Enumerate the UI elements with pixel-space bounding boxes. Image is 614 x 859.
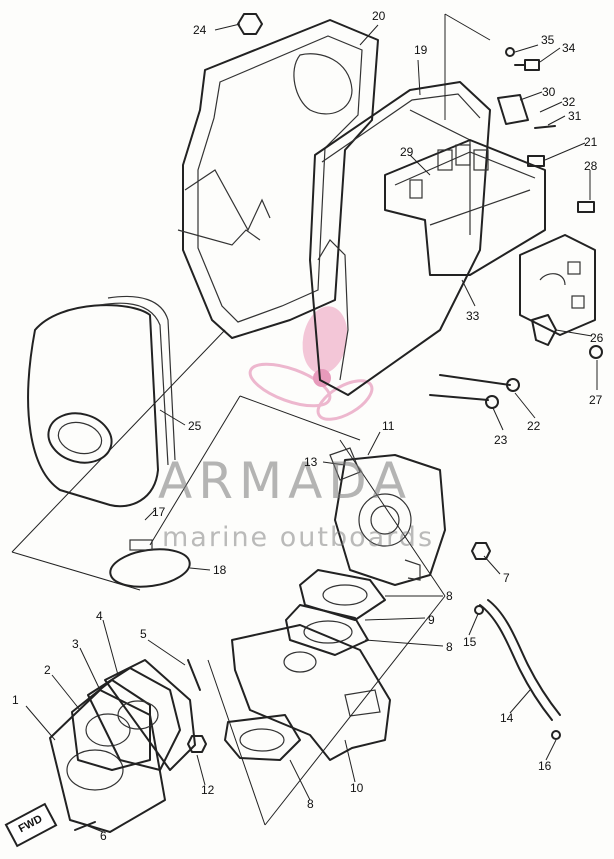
part-30-bracket-icon bbox=[497, 94, 529, 125]
part-35-washer-icon bbox=[505, 47, 515, 57]
part-11-carburetor bbox=[329, 447, 446, 586]
part-5-stud-icon bbox=[187, 659, 201, 691]
part-28-bolt-icon bbox=[577, 201, 595, 213]
callout-1: 1 bbox=[12, 693, 19, 707]
watermark-tagline: marine outboards bbox=[162, 522, 435, 553]
part-15-clip-icon bbox=[474, 605, 484, 615]
callout-25: 25 bbox=[188, 419, 202, 433]
part-8-lower-gasket bbox=[224, 714, 301, 761]
callout-24: 24 bbox=[193, 23, 207, 37]
callout-14: 14 bbox=[500, 711, 514, 725]
part-21-bolt-icon bbox=[527, 155, 545, 167]
part-12-nut-icon bbox=[187, 735, 207, 753]
callout-28: 28 bbox=[584, 159, 598, 173]
fasteners bbox=[74, 13, 603, 831]
callout-19: 19 bbox=[414, 43, 428, 57]
callout-18: 18 bbox=[213, 563, 227, 577]
callout-29: 29 bbox=[400, 145, 414, 159]
callout-35: 35 bbox=[541, 33, 555, 47]
callout-11: 11 bbox=[382, 419, 395, 433]
callout-26: 26 bbox=[590, 331, 604, 345]
part-34-bolt-icon bbox=[514, 59, 540, 71]
callout-22: 22 bbox=[527, 419, 541, 433]
watermark-brand: ARMADA bbox=[158, 452, 413, 510]
part-7-nut-icon bbox=[471, 542, 491, 560]
callout-17: 17 bbox=[152, 505, 166, 519]
callout-21: 21 bbox=[584, 135, 598, 149]
callout-4: 4 bbox=[96, 609, 103, 623]
callout-6: 6 bbox=[100, 829, 107, 843]
callout-16: 16 bbox=[538, 759, 552, 773]
callout-33: 33 bbox=[466, 309, 480, 323]
callout-5: 5 bbox=[140, 627, 147, 641]
watermark-logo bbox=[248, 306, 374, 421]
callout-32: 32 bbox=[562, 95, 576, 109]
part-16-clip-icon bbox=[551, 730, 561, 740]
part-6-stud-icon bbox=[74, 821, 96, 831]
callout-13: 13 bbox=[304, 455, 318, 469]
part-10-heat-shield bbox=[231, 624, 391, 761]
callout-9: 9 bbox=[428, 613, 435, 627]
part-23-bolt-icon bbox=[429, 394, 499, 409]
callout-30: 30 bbox=[542, 85, 556, 99]
part-27-nut-icon bbox=[589, 345, 603, 359]
part-8-9-gaskets bbox=[285, 569, 386, 656]
part-26-mounting-plate bbox=[519, 234, 596, 346]
leader-lines bbox=[11, 13, 598, 833]
part-25-silencer-cover bbox=[27, 295, 176, 508]
part-31-bolt-icon bbox=[534, 125, 556, 129]
callout-23: 23 bbox=[494, 433, 508, 447]
callout-10: 10 bbox=[350, 781, 364, 795]
callout-20: 20 bbox=[372, 9, 386, 23]
callout-2: 2 bbox=[44, 663, 51, 677]
part-20-housing-plate bbox=[177, 19, 379, 339]
callout-31: 31 bbox=[568, 109, 582, 123]
callout-8-upper: 8 bbox=[446, 589, 453, 603]
callout-8-lower: 8 bbox=[307, 797, 314, 811]
part-18-band-clamp bbox=[109, 539, 191, 588]
callout-27: 27 bbox=[589, 393, 603, 407]
part-22-bolt-icon bbox=[439, 374, 520, 392]
part-1-4-intake-stack bbox=[49, 659, 196, 833]
part-14-fuel-hose bbox=[479, 599, 561, 721]
callout-12: 12 bbox=[201, 783, 215, 797]
callout-8-middle: 8 bbox=[446, 640, 453, 654]
callout-34: 34 bbox=[562, 41, 576, 55]
callout-15: 15 bbox=[463, 635, 477, 649]
callout-3: 3 bbox=[72, 637, 79, 651]
part-24-nut-icon bbox=[237, 13, 263, 35]
callout-7: 7 bbox=[503, 571, 510, 585]
part-33-electrical-box bbox=[384, 139, 546, 276]
